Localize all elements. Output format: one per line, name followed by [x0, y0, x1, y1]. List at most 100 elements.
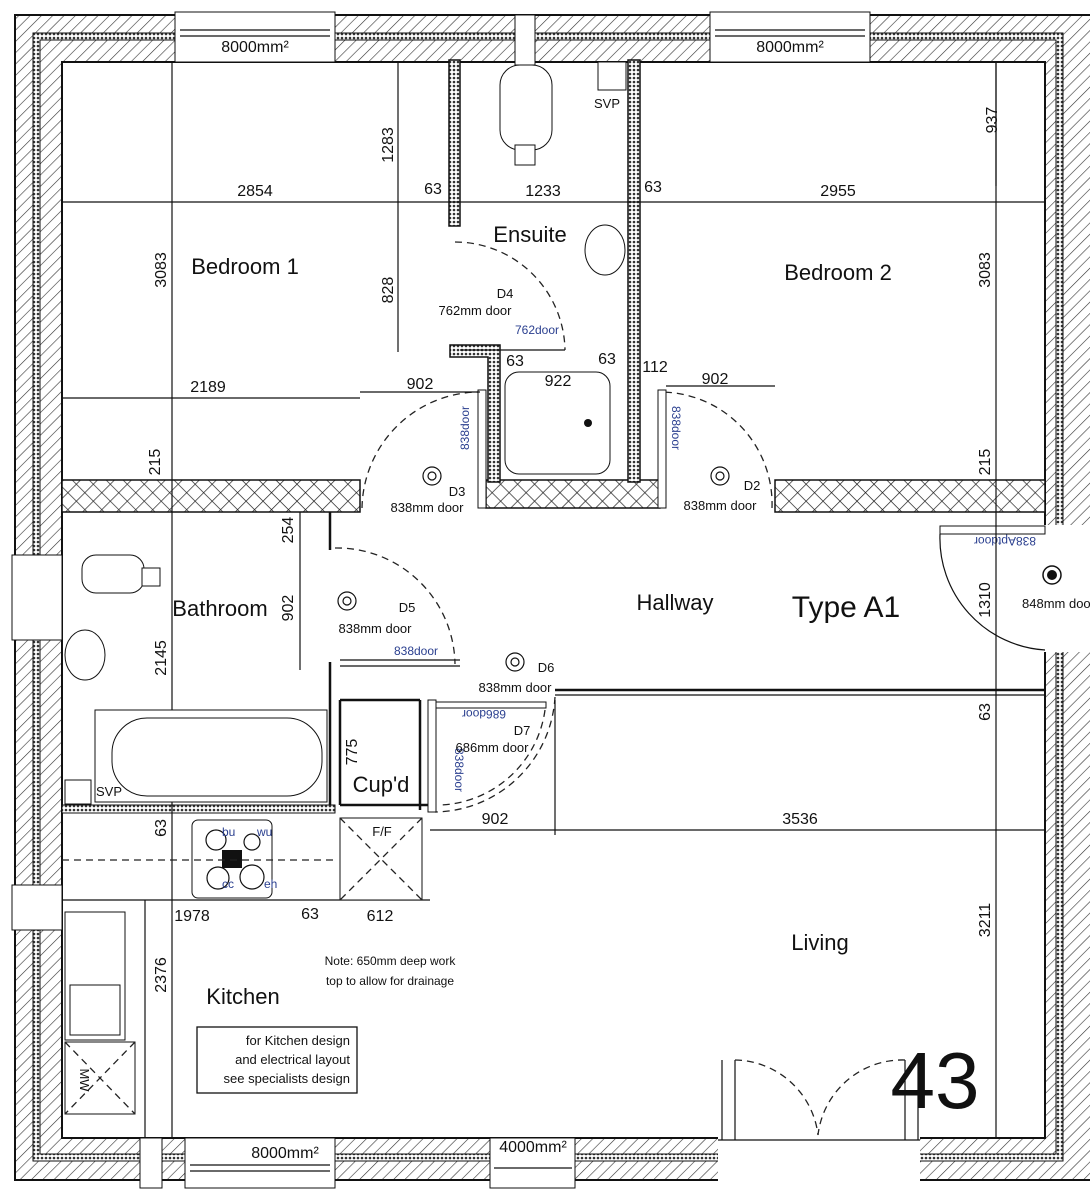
- dim: 3083: [153, 252, 170, 288]
- dim: 902: [280, 595, 297, 622]
- dim: 937: [984, 107, 1001, 134]
- door-d4-id: D4: [497, 286, 514, 301]
- dim: 63: [598, 351, 616, 368]
- dimension-lines: [62, 62, 1045, 1138]
- room-kitchen: Kitchen: [206, 984, 279, 1009]
- svp-ensuite-label: SVP: [594, 96, 620, 111]
- hob-wu-label: wu: [256, 825, 272, 839]
- dim: 2376: [153, 957, 170, 993]
- window-bottom-middle: 4000mm²: [489, 1137, 576, 1189]
- note-line: top to allow for drainage: [326, 974, 454, 988]
- door-d2-size: 838mm door: [684, 498, 758, 513]
- internal-walls: [61, 59, 1046, 814]
- dim: 828: [380, 277, 397, 304]
- dim: 63: [644, 179, 662, 196]
- room-bedroom-1: Bedroom 1: [191, 254, 299, 279]
- dim: 63: [977, 703, 994, 721]
- room-cupboard: Cup'd: [353, 772, 410, 797]
- door-d3-size: 838mm door: [391, 500, 465, 515]
- door-d5-tag: 838door: [394, 644, 438, 658]
- room-bedroom-2: Bedroom 2: [784, 260, 892, 285]
- dim: 3083: [977, 252, 994, 288]
- flue-bottom: [139, 1137, 163, 1189]
- window-bathroom: [11, 554, 63, 641]
- note-line: see specialists design: [224, 1071, 350, 1086]
- door-d7-size: 686mm door: [456, 740, 530, 755]
- dim: 63: [153, 819, 170, 837]
- dim: 1978: [174, 908, 210, 925]
- door-symbols: [337, 466, 730, 672]
- hob-bu-label: bu: [222, 825, 235, 839]
- dim: 2145: [153, 640, 170, 676]
- flue-top: [514, 14, 536, 66]
- door-swings: [334, 241, 773, 813]
- dim: 63: [506, 353, 524, 370]
- dim: 2854: [237, 183, 273, 200]
- front-door: 838Aptdoor 848mm door: [939, 525, 1090, 652]
- door-d2-id: D2: [744, 478, 761, 493]
- front-door-tag: 838Aptdoor: [974, 534, 1036, 548]
- microwave-label: MW: [77, 1068, 92, 1092]
- door-d3-id: D3: [449, 484, 466, 499]
- dim: 254: [280, 517, 297, 544]
- dim: 3211: [977, 903, 994, 938]
- dim: 3536: [782, 811, 818, 828]
- dim: 112: [642, 359, 668, 376]
- plot-number: 43: [891, 1036, 980, 1125]
- horizontal-dimensions: 2854 63 1233 63 2955 2189 902 922 63 63 …: [174, 179, 856, 925]
- hob-cc-label: cc: [222, 877, 234, 891]
- door-d6-id: D6: [538, 660, 555, 675]
- door-d5-size: 838mm door: [339, 621, 413, 636]
- fridge-freezer-label: F/F: [372, 824, 392, 839]
- drainage-note: Note: 650mm deep work top to allow for d…: [325, 954, 457, 988]
- room-living: Living: [791, 930, 848, 955]
- dim: 1283: [380, 127, 397, 163]
- door-d2-tag: 838door: [669, 406, 683, 450]
- vent-label: 8000mm²: [756, 39, 824, 56]
- shower-tray: [504, 371, 611, 475]
- window-kitchen: [11, 884, 63, 931]
- door-d3-tag: 838door: [458, 406, 472, 450]
- dim: 215: [977, 449, 994, 476]
- door-d6-size: 838mm door: [479, 680, 553, 695]
- note-line: and electrical layout: [235, 1052, 350, 1067]
- room-bathroom: Bathroom: [172, 596, 267, 621]
- room-ensuite: Ensuite: [493, 222, 566, 247]
- window-bottom-left: 8000mm²: [184, 1137, 336, 1189]
- vent-label: 8000mm²: [221, 39, 289, 56]
- door-d4-tag: 762door: [515, 323, 559, 337]
- door-d4-size: 762mm door: [439, 303, 513, 318]
- dim: 902: [407, 376, 434, 393]
- dim: 1310: [977, 582, 994, 618]
- door-labels: D4 762mm door 762door D3 838mm door 838d…: [339, 286, 761, 792]
- door-d7-id: D7: [514, 723, 531, 738]
- note-line: for Kitchen design: [246, 1033, 350, 1048]
- dim: 902: [702, 371, 729, 388]
- fixtures: SVP SVP bu wu cc eh F/F MW: [62, 61, 627, 1138]
- vertical-dimensions: 1283 828 3083 3083 937 215 215 254 902 2…: [147, 107, 1001, 993]
- external-walls: [14, 14, 1090, 1181]
- dim: 215: [147, 449, 164, 476]
- door-d5-id: D5: [399, 600, 416, 615]
- vent-label: 8000mm²: [251, 1145, 319, 1162]
- patio-doors: [718, 1059, 920, 1182]
- dim: 63: [301, 906, 319, 923]
- dim: 1233: [525, 183, 561, 200]
- vent-label: 4000mm²: [499, 1139, 567, 1156]
- hob-eh-label: eh: [264, 877, 277, 891]
- dim: 775: [344, 739, 361, 766]
- basin-bathroom: [64, 629, 106, 681]
- dim: 902: [482, 811, 509, 828]
- toilet-ensuite: [499, 64, 553, 151]
- window-top-right: 8000mm²: [709, 11, 871, 63]
- toilet-bathroom: [81, 554, 145, 594]
- dim: 612: [367, 908, 394, 925]
- front-door-size: 848mm door: [1022, 596, 1090, 611]
- door-d6-tag: 838door: [452, 748, 466, 792]
- note-line: Note: 650mm deep work: [325, 954, 457, 968]
- svp-bathroom-label: SVP: [96, 784, 122, 799]
- room-hallway: Hallway: [636, 590, 713, 615]
- door-d7-tag: 686door: [462, 707, 506, 721]
- dim: 922: [545, 373, 572, 390]
